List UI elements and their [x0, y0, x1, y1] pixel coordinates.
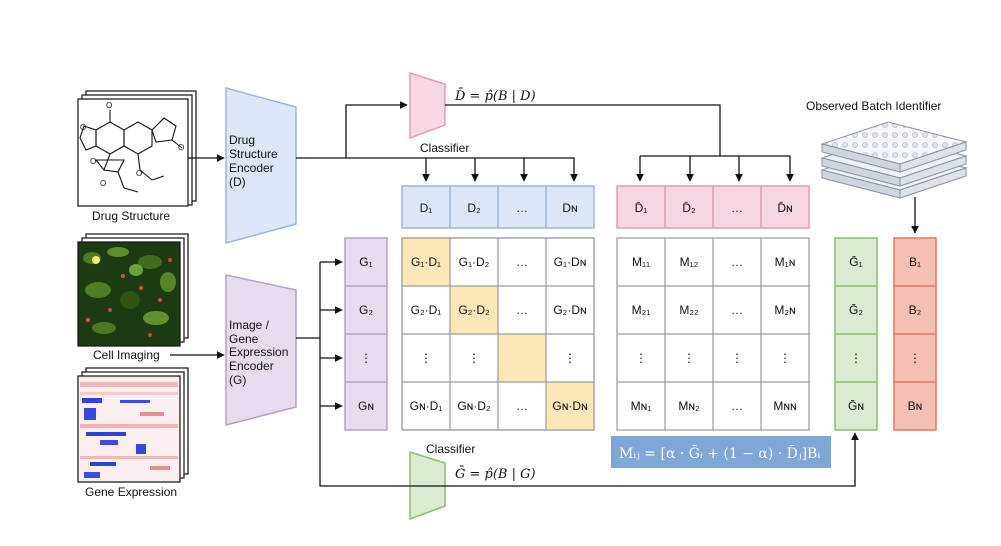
dbar-cell: D̄₂ — [682, 201, 696, 215]
cell-imaging-image — [77, 233, 189, 347]
g-cell: ⋮ — [360, 351, 372, 365]
m-cell: ⋮ — [683, 351, 695, 365]
d-cell: D₂ — [467, 201, 481, 215]
gd-cell: ⋮ — [468, 351, 480, 365]
gd-cell: Gɴ·Dɴ — [552, 399, 587, 413]
gbar-cell: ⋮ — [850, 351, 862, 365]
gd-cell: G₁·D₁ — [411, 255, 441, 269]
m-cell: M₂₁ — [632, 303, 651, 317]
svg-text:O: O — [80, 123, 86, 132]
mixture-formula: Mᵢⱼ = [α · Ḡᵢ + (1 − α) · D̄ⱼ]Bᵢ — [619, 444, 820, 462]
drug-batch-prediction-row: D̄₁ D̄₂ … D̄ɴ — [616, 185, 810, 229]
drug-structure-label: Drug Structure — [92, 209, 170, 223]
gbar-cell: Ḡ₂ — [849, 303, 863, 317]
g-cell: Gɴ — [358, 399, 374, 413]
m-cell: M₂ɴ — [774, 303, 795, 317]
gd-cell: Gɴ·D₁ — [410, 399, 443, 413]
gbar-cell: Ḡ₁ — [849, 255, 862, 269]
gene-expression-label: Gene Expression — [85, 485, 177, 499]
batch-identifier-label: Observed Batch Identifier — [806, 99, 941, 113]
m-cell: … — [731, 303, 743, 317]
gd-cell: … — [516, 399, 528, 413]
drug-classifier-label: Classifier — [420, 141, 469, 155]
image-embedding-column: G₁ G₂ ⋮ Gɴ — [344, 237, 388, 431]
image-classifier-label: Classifier — [426, 442, 475, 456]
m-cell: M₁₂ — [680, 255, 699, 269]
m-cell: ⋮ — [731, 351, 743, 365]
drug-structure-image: O O O O O O — [77, 90, 197, 207]
b-cell: B₂ — [909, 303, 922, 317]
b-cell: ⋮ — [909, 351, 921, 365]
drug-classifier-formula: D̄ = p̂(B | D) — [454, 88, 536, 104]
svg-text:O: O — [100, 179, 106, 188]
mixture-matrix: M₁₁ M₁₂ … M₁ɴ M₂₁ M₂₂ … M₂ɴ ⋮ ⋮ ⋮ ⋮ Mɴ₁ … — [616, 237, 810, 431]
m-cell: … — [731, 399, 743, 413]
dbar-cell: D̄₁ — [635, 201, 648, 215]
svg-text:O: O — [106, 101, 112, 110]
m-cell: … — [731, 255, 743, 269]
d-cell: D₁ — [420, 201, 433, 215]
d-cell: Dɴ — [562, 201, 577, 215]
image-batch-prediction-column: Ḡ₁ Ḡ₂ ⋮ Ḡɴ — [834, 237, 878, 431]
connector-lines — [170, 101, 919, 487]
gd-cell: ⋮ — [420, 351, 432, 365]
d-cell: … — [516, 201, 528, 215]
similarity-matrix: G₁·D₁ G₁·D₂ … G₁·Dɴ G₂·D₁ G₂·D₂ … G₂·Dɴ … — [401, 237, 595, 431]
image-classifier-formula: Ḡ = p̂(B | G) — [455, 466, 536, 482]
svg-text:O: O — [90, 157, 96, 166]
gd-cell: G₁·Dɴ — [554, 255, 587, 269]
gd-cell: Gɴ·D₂ — [457, 399, 491, 413]
cell-imaging-label: Cell Imaging — [93, 348, 160, 362]
drug-embedding-row: D₁ D₂ … Dɴ — [401, 185, 595, 229]
gd-cell: G₂·D₂ — [458, 303, 490, 317]
gene-expression-image — [77, 367, 189, 483]
dbar-cell: … — [731, 201, 743, 215]
gd-cell: … — [516, 255, 528, 269]
image-gene-encoder — [225, 274, 297, 426]
m-cell: Mɴ₁ — [631, 399, 652, 413]
svg-text:O: O — [178, 143, 184, 152]
gd-cell: ⋮ — [564, 351, 576, 365]
gd-cell: … — [516, 303, 528, 317]
svg-text:O: O — [136, 169, 142, 178]
g-cell: G₂ — [359, 303, 373, 317]
b-cell: Bɴ — [908, 399, 923, 413]
heatmap-texture — [80, 382, 178, 478]
m-cell: Mɴɴ — [773, 399, 796, 413]
m-cell: M₁ɴ — [775, 255, 796, 269]
m-cell: ⋮ — [779, 351, 791, 365]
g-cell: G₁ — [359, 255, 372, 269]
dbar-cell: D̄ɴ — [777, 201, 792, 215]
batch-identifier-column: B₁ B₂ ⋮ Bɴ — [893, 237, 937, 431]
gd-cell: G₁·D₂ — [459, 255, 490, 269]
drug-encoder-label: Drug Structure Encoder (D) — [229, 133, 281, 189]
cell-texture — [83, 247, 176, 337]
m-cell: M₂₂ — [679, 303, 699, 317]
well-plate-icon — [820, 121, 968, 199]
image-gene-encoder-label: Image / Gene Expression Encoder (G) — [229, 318, 292, 387]
molecule-icon — [79, 110, 183, 193]
gd-cell: G₂·D₁ — [411, 303, 442, 317]
drug-classifier — [409, 71, 446, 140]
m-cell: Mɴ₂ — [678, 399, 700, 413]
b-cell: B₁ — [909, 255, 921, 269]
m-cell: ⋮ — [635, 351, 647, 365]
drug-encoder — [225, 87, 297, 244]
gbar-cell: Ḡɴ — [848, 399, 864, 413]
mixture-formula-box — [611, 436, 831, 468]
m-cell: M₁₁ — [632, 255, 650, 269]
gd-cell: G₂·Dɴ — [553, 303, 586, 317]
